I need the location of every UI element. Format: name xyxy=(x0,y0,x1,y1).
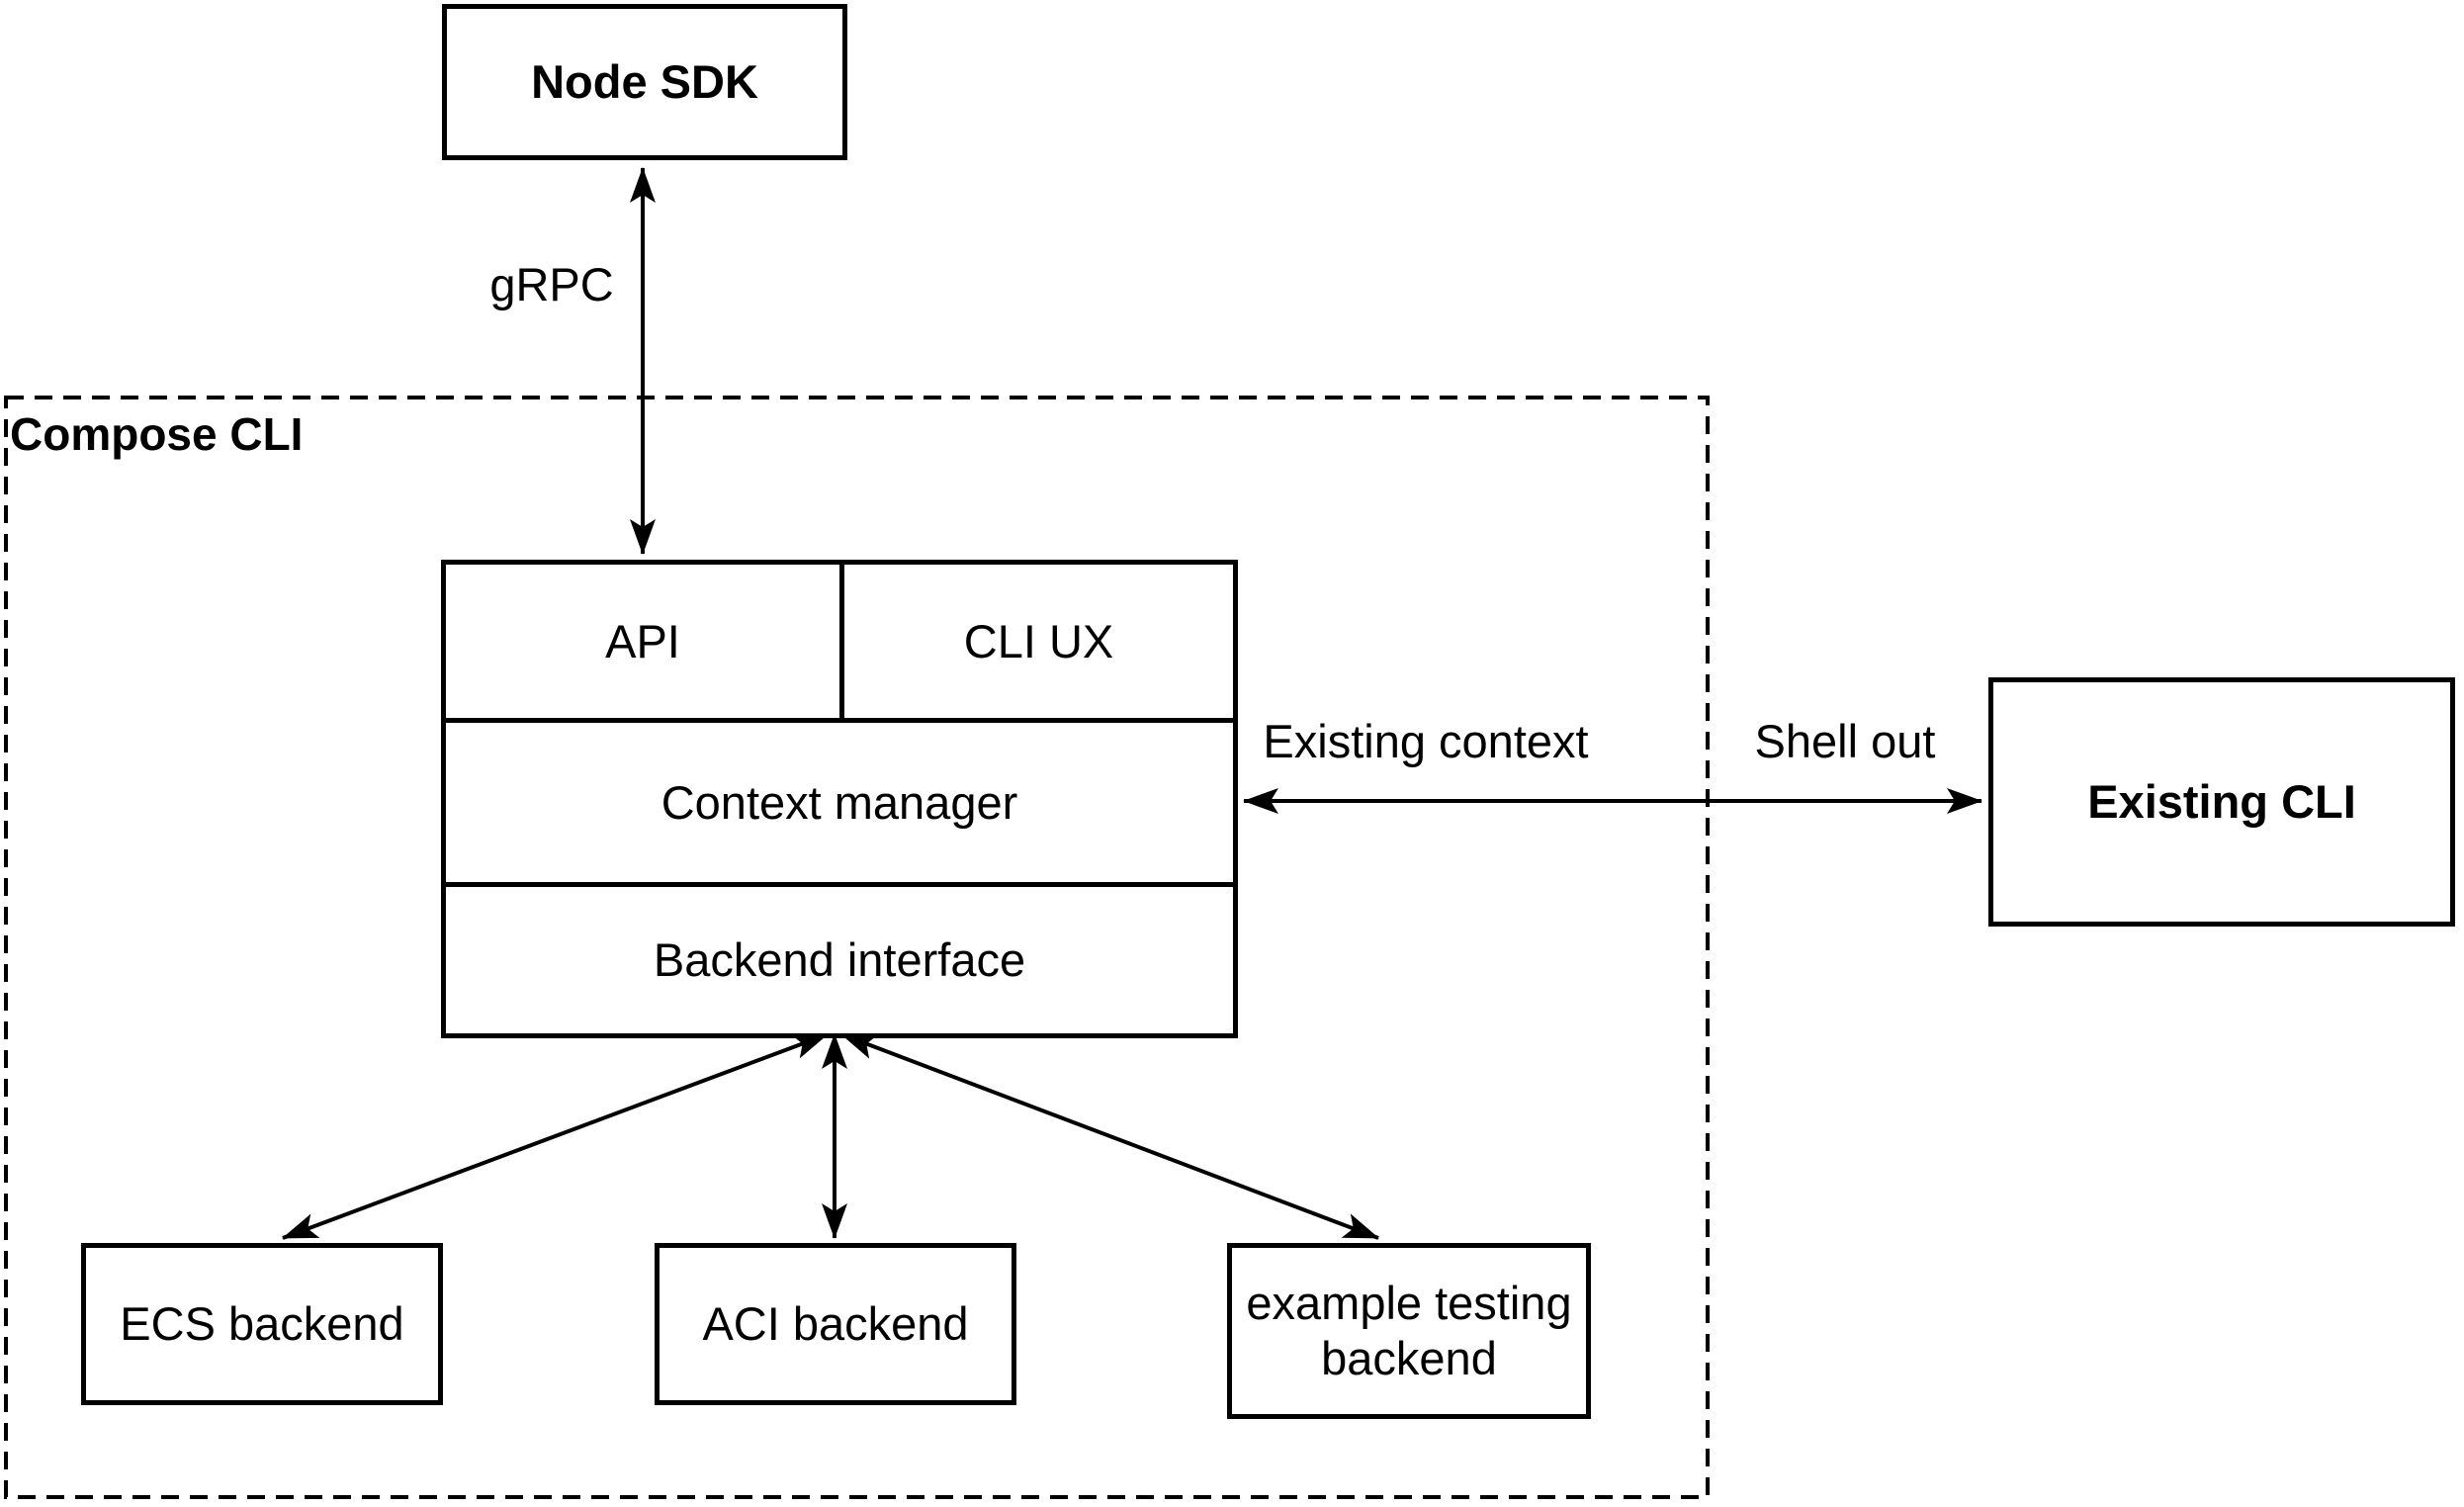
api-label: API xyxy=(605,614,680,667)
compose-cli-stack: API CLI UX Context manager Backend inter… xyxy=(441,560,1238,1038)
existing-context-edge-label: Existing context xyxy=(1257,714,1595,769)
context-manager-box: Context manager xyxy=(446,718,1233,882)
backend-to-example-arrow xyxy=(840,1032,1379,1240)
aci-backend-box: ACI backend xyxy=(655,1243,1016,1405)
backend-interface-label: Backend interface xyxy=(653,933,1026,986)
node-sdk-box: Node SDK xyxy=(442,4,847,160)
aci-backend-label: ACI backend xyxy=(702,1297,969,1350)
context-manager-label: Context manager xyxy=(660,775,1018,829)
node-sdk-label: Node SDK xyxy=(531,55,758,108)
compose-cli-container-border xyxy=(4,396,1710,1499)
example-testing-backend-label: example testing backend xyxy=(1246,1277,1572,1384)
shell-out-edge-label: Shell out xyxy=(1748,714,1942,769)
api-box: API xyxy=(446,565,839,718)
cli-ux-box: CLI UX xyxy=(839,565,1233,718)
cli-ux-label: CLI UX xyxy=(963,614,1114,667)
ecs-backend-label: ECS backend xyxy=(120,1297,404,1350)
example-testing-backend-box: example testing backend xyxy=(1227,1243,1591,1419)
existing-cli-label: Existing CLI xyxy=(2087,775,2356,828)
compose-cli-label: Compose CLI xyxy=(10,408,304,460)
ecs-backend-box: ECS backend xyxy=(81,1243,443,1405)
backend-to-ecs-arrow xyxy=(282,1032,829,1240)
backend-interface-box: Backend interface xyxy=(446,882,1233,1033)
existing-cli-box: Existing CLI xyxy=(1988,677,2455,927)
grpc-edge-label: gRPC xyxy=(484,257,620,312)
